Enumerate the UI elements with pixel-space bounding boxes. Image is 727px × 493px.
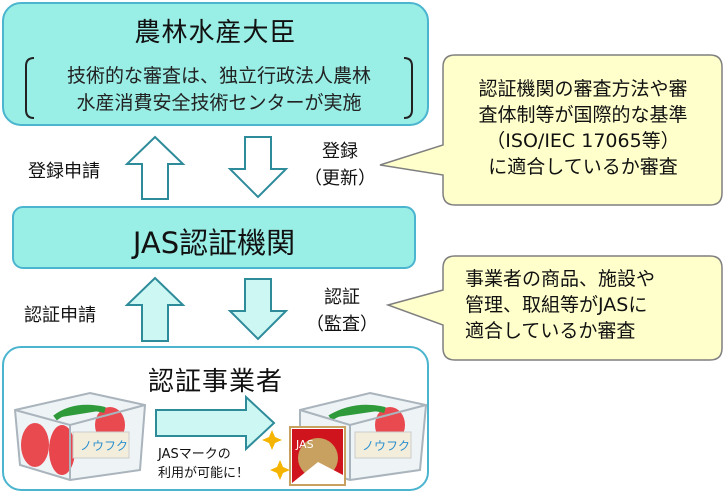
sparkle-icon <box>262 430 282 450</box>
left-bracket <box>25 57 35 119</box>
registration-label: 登録 （更新） <box>300 138 380 192</box>
registration-label-line1: 登録 <box>322 141 358 162</box>
callout-top-bubble <box>379 54 723 206</box>
certification-body-box <box>12 206 416 269</box>
strawberry-pack-left-icon: ノウフク <box>13 391 147 482</box>
certification-body-title: JAS認証機関 <box>132 226 296 260</box>
callout-top-line: 認証機関の審査方法や審 <box>478 78 688 100</box>
callout-top-line: 査体制等が国際的な基準 <box>478 104 688 126</box>
mark-usage-caption-line2: 利用が可能に！ <box>158 466 250 481</box>
certification-arrow <box>227 278 289 341</box>
minister-note-line2: 水産消費安全技術センターが実施 <box>76 92 362 114</box>
minister-title: 農林水産大臣 <box>134 18 297 48</box>
mark-usage-caption: JASマークの 利用が可能に！ <box>158 445 249 483</box>
callout-bottom-line: 適合しているか審査 <box>465 320 636 342</box>
certification-label-line1: 認証 <box>324 287 360 308</box>
certification-label-line2: （監査） <box>306 314 378 335</box>
registration-arrow <box>227 136 289 199</box>
certification-label: 認証 （監査） <box>302 284 382 338</box>
callout-top-text: 認証機関の審査方法や審 査体制等が国際的な基準 （ISO/IEC 17065等）… <box>445 76 721 180</box>
registration-application-arrow <box>124 135 186 200</box>
right-bracket <box>403 57 413 119</box>
svg-text:JAS: JAS <box>295 438 314 451</box>
certification-application-label: 認証申請 <box>24 305 96 326</box>
minister-box <box>2 2 429 126</box>
package-label-right: ノウフク <box>362 439 410 453</box>
callout-bottom-line: 事業者の商品、施設や <box>465 268 656 290</box>
mark-usage-caption-line1: JASマークの <box>158 447 231 462</box>
callout-top-line: に適合しているか審査 <box>488 156 678 178</box>
callout-bottom-bubble <box>385 255 723 361</box>
certification-application-arrow <box>124 276 186 342</box>
jas-mark-logo: JAS <box>289 426 346 486</box>
sparkle-icon <box>270 460 290 480</box>
certified-operator-title: 認証事業者 <box>147 367 283 397</box>
callout-top-line: （ISO/IEC 17065等） <box>486 130 680 152</box>
minister-note-line1: 技術的な審査は、独立行政法人農林 <box>66 65 371 87</box>
registration-application-label: 登録申請 <box>28 161 100 182</box>
callout-bottom-line: 管理、取組等がJASに <box>465 294 648 316</box>
package-label-left: ノウフク <box>80 439 128 453</box>
minister-note: 技術的な審査は、独立行政法人農林 水産消費安全技術センターが実施 <box>26 63 412 117</box>
mark-usage-arrow <box>155 394 276 452</box>
registration-label-line2: （更新） <box>304 168 376 189</box>
callout-bottom-text: 事業者の商品、施設や 管理、取組等がJASに 適合しているか審査 <box>465 266 715 344</box>
